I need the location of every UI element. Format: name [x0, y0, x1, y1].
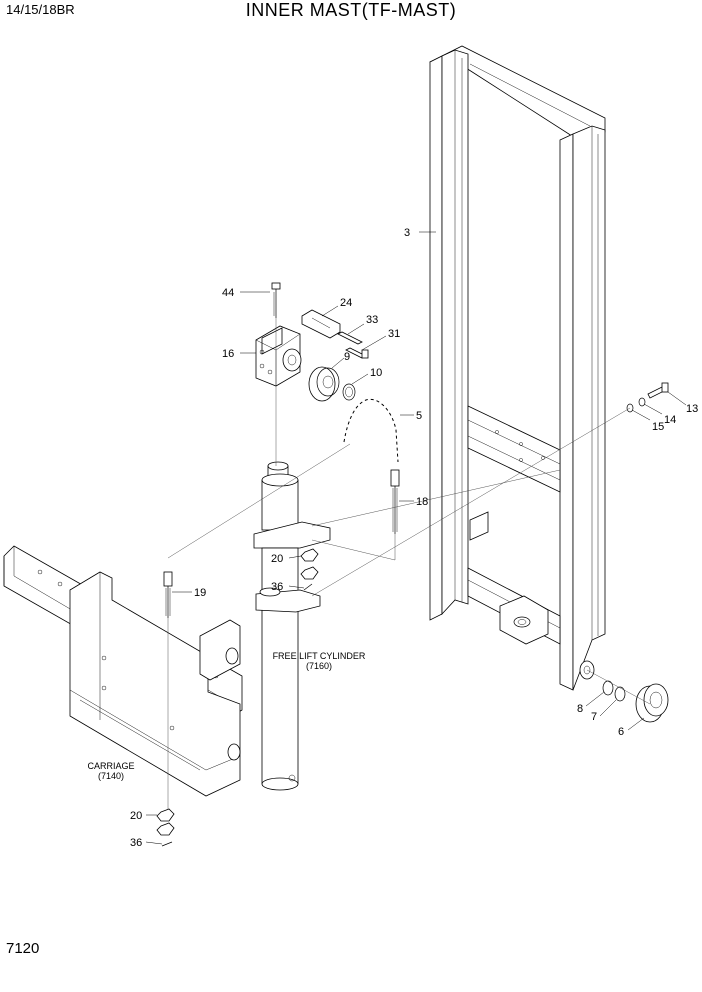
- callout-20-cylinder: 20: [271, 553, 283, 565]
- free-lift-cylinder: [253, 461, 331, 791]
- callout-6: 6: [618, 726, 624, 738]
- callout-9: 9: [344, 351, 350, 363]
- callout-36-cylinder: 36: [271, 581, 283, 593]
- callout-leaders: [145, 231, 687, 845]
- free-lift-cylinder-ref: (7160): [306, 661, 332, 671]
- model-label: 14/15/18BR: [6, 2, 75, 17]
- callout-8: 8: [577, 703, 583, 715]
- page-title: INNER MAST(TF-MAST): [245, 0, 457, 20]
- inner-mast-frame: [429, 45, 606, 691]
- callout-15: 15: [652, 421, 664, 433]
- callout-36-carriage: 36: [130, 837, 142, 849]
- carriage-label: CARRIAGE: [87, 761, 134, 771]
- callout-13: 13: [686, 403, 698, 415]
- callout-5: 5: [416, 410, 422, 422]
- lift-chain: [342, 397, 400, 534]
- callout-7: 7: [591, 711, 597, 723]
- carriage: [3, 545, 243, 797]
- callout-20-carriage: 20: [130, 810, 142, 822]
- reference-notes: FREE LIFT CYLINDER (7160) CARRIAGE (7140…: [87, 651, 365, 781]
- assembly-guide-lines: [167, 318, 651, 810]
- callout-16: 16: [222, 348, 234, 360]
- callout-44: 44: [222, 287, 234, 299]
- callout-24: 24: [340, 297, 352, 309]
- callout-31: 31: [388, 328, 400, 340]
- free-lift-cylinder-label: FREE LIFT CYLINDER: [273, 651, 366, 661]
- callout-3: 3: [404, 227, 410, 239]
- callout-33: 33: [366, 314, 378, 326]
- page-number: 7120: [6, 940, 40, 957]
- callout-numbers: 3 44 24 33 31 16 9 10 5 18 13 14 15 20 3…: [130, 227, 698, 849]
- callout-10: 10: [370, 367, 382, 379]
- carriage-ref: (7140): [98, 771, 124, 781]
- callout-14: 14: [664, 414, 676, 426]
- callout-18: 18: [416, 496, 428, 508]
- callout-19: 19: [194, 587, 206, 599]
